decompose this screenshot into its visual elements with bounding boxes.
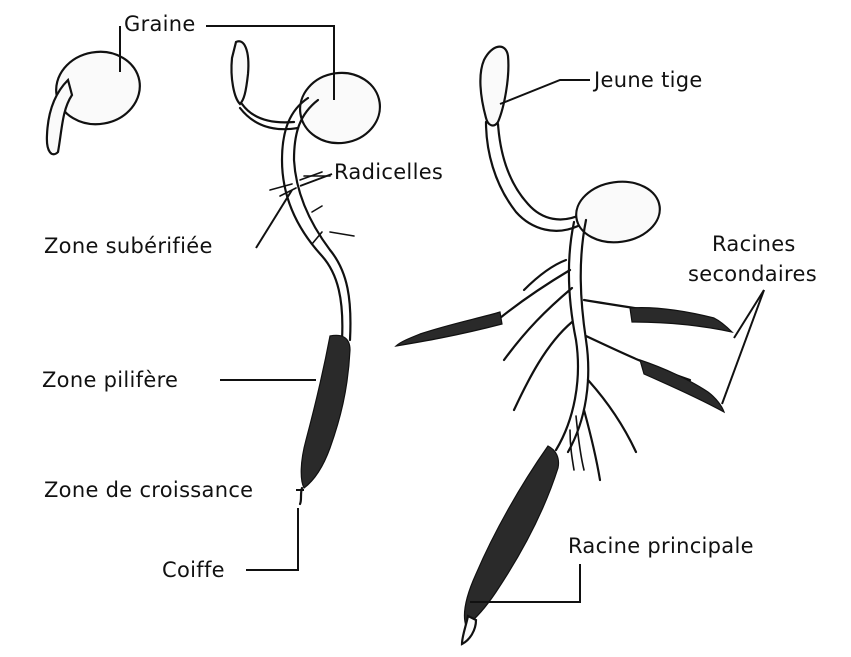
label-graine: Graine <box>124 12 196 36</box>
germinating-seed <box>45 50 141 156</box>
label-racine-principale: Racine principale <box>568 534 754 558</box>
label-zone-croissance: Zone de croissance <box>44 478 254 502</box>
leader-lines <box>119 25 765 603</box>
label-racines-secondaires-line2: secondaires <box>688 262 817 286</box>
label-zone-pilifere: Zone pilifère <box>42 368 179 392</box>
older-seedling <box>394 45 734 646</box>
label-zone-suberifiee: Zone subérifiée <box>44 234 213 258</box>
young-seedling <box>230 40 382 506</box>
label-racines-secondaires-line1: Racines <box>712 232 796 256</box>
label-jeune-tige: Jeune tige <box>594 68 703 92</box>
label-radicelles: Radicelles <box>334 160 444 184</box>
label-coiffe: Coiffe <box>162 558 225 582</box>
